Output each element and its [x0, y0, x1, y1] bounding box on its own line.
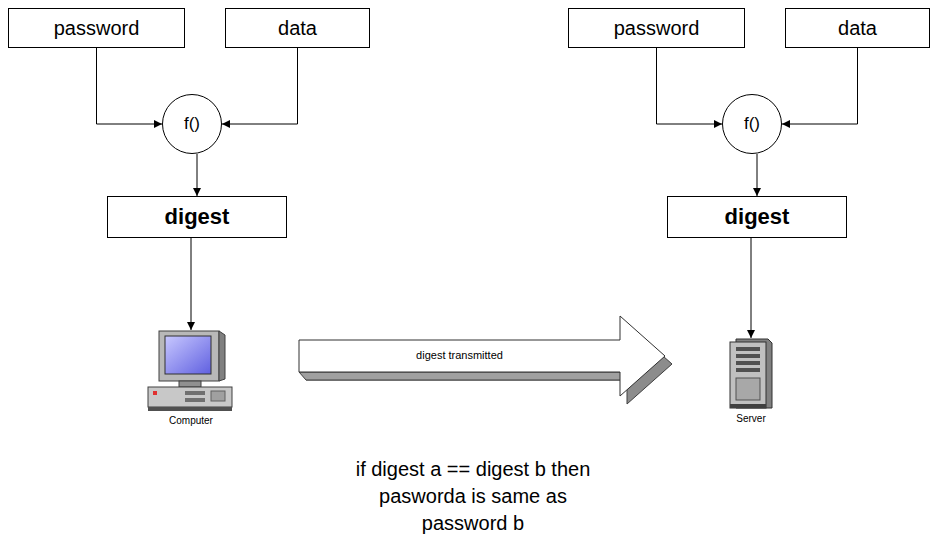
box-label: password	[54, 17, 140, 40]
computer-drawing	[145, 330, 237, 412]
box-label: digest	[725, 204, 790, 230]
flow-arrow	[782, 48, 858, 124]
device-label: Server	[736, 413, 765, 424]
box-label: digest	[165, 204, 230, 230]
process-box: data	[225, 8, 370, 48]
box-label: data	[278, 17, 317, 40]
process-box: digest	[107, 196, 287, 238]
function-label: f()	[744, 114, 760, 134]
box-label: data	[838, 17, 877, 40]
box-label: password	[614, 17, 700, 40]
flow-arrow	[97, 48, 163, 124]
transmit-arrow	[299, 316, 672, 404]
function-circle: f()	[162, 94, 222, 154]
process-box: password	[568, 8, 745, 48]
flow-arrow	[757, 154, 758, 196]
flow-arrow	[191, 238, 192, 330]
edge-label: digest transmitted	[380, 348, 540, 362]
server-drawing	[728, 338, 774, 410]
note-text: if digest a == digest b then pasworda is…	[348, 456, 598, 537]
flow-arrow	[751, 238, 752, 338]
flow-arrow	[657, 48, 723, 124]
process-box: digest	[667, 196, 847, 238]
function-label: f()	[184, 114, 200, 134]
flow-arrow	[222, 48, 298, 124]
flow-arrow	[197, 154, 198, 196]
server-icon: Server	[728, 338, 774, 424]
process-box: password	[8, 8, 185, 48]
computer-icon: Computer	[145, 330, 237, 426]
device-label: Computer	[169, 415, 213, 426]
process-box: data	[785, 8, 930, 48]
function-circle: f()	[722, 94, 782, 154]
